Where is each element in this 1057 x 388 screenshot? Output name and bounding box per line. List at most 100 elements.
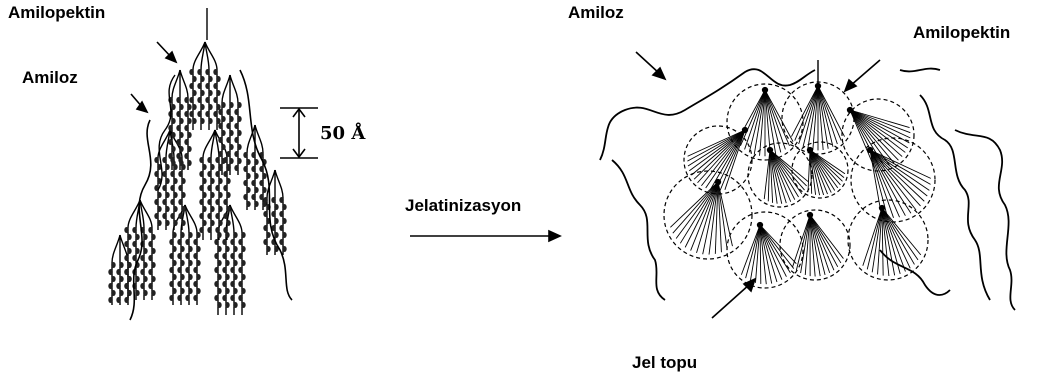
helix-bead <box>132 241 136 247</box>
helix-bead <box>193 281 197 287</box>
process-arrow <box>410 231 560 241</box>
helix-bead <box>214 281 218 287</box>
fan-line <box>741 225 760 275</box>
helix-bead <box>170 157 174 163</box>
helix-bead <box>111 262 115 268</box>
helix-bead <box>178 185 182 191</box>
helix-bead <box>165 178 169 184</box>
fan-line <box>673 182 718 233</box>
helix-bead <box>165 220 169 226</box>
helix-bead <box>124 227 128 233</box>
helix-bead <box>221 144 225 150</box>
helix-bead <box>170 171 174 177</box>
helix-bead <box>262 187 266 193</box>
helix-bead <box>238 253 242 259</box>
helix-bead <box>223 199 227 205</box>
helix-bead <box>179 104 183 110</box>
fan-line <box>870 150 924 201</box>
helix-bead <box>233 302 237 308</box>
helix-bead <box>217 302 221 308</box>
helix-bead <box>241 246 245 252</box>
helix-bead <box>262 173 266 179</box>
helix-bead <box>210 220 214 226</box>
helix-bead <box>230 267 234 273</box>
helix-bead <box>196 274 200 280</box>
helix-bead <box>226 206 230 212</box>
helix-bead <box>226 137 230 143</box>
helix-bead <box>165 206 169 212</box>
helix-bead <box>217 288 221 294</box>
helix-bead <box>188 260 192 266</box>
helix-bead <box>154 199 158 205</box>
helix-bead <box>171 132 175 138</box>
helix-bead <box>154 213 158 219</box>
helix-bead <box>279 225 283 231</box>
helix-bead <box>197 69 201 75</box>
helix-bead <box>221 116 225 122</box>
helix-bead <box>205 69 209 75</box>
helix-bead <box>184 153 188 159</box>
helix-bead <box>188 274 192 280</box>
helix-bead <box>233 246 237 252</box>
label-process: Jelatinizasyon <box>405 196 521 216</box>
label-scale: 50 Å <box>320 123 365 144</box>
helix-bead <box>151 248 155 254</box>
helix-bead <box>251 180 255 186</box>
label-gel-ball: Jel topu <box>632 353 697 373</box>
fan-line <box>750 225 760 281</box>
helix-bead <box>229 130 233 136</box>
helix-bead <box>251 152 255 158</box>
helix-bead <box>229 144 233 150</box>
helix-bead <box>189 69 193 75</box>
helix-bead <box>226 220 230 226</box>
helix-bead <box>172 232 176 238</box>
helix-bead <box>225 260 229 266</box>
helix-bead <box>241 260 245 266</box>
helix-bead <box>173 206 177 212</box>
fan-line <box>698 130 745 183</box>
helix-bead <box>282 246 286 252</box>
helix-bead <box>233 232 237 238</box>
helix-bead <box>177 239 181 245</box>
helix-bead <box>233 260 237 266</box>
helix-bead <box>254 159 258 165</box>
helix-bead <box>234 151 238 157</box>
helix-bead <box>165 164 169 170</box>
fan-line <box>694 130 745 179</box>
helix-bead <box>197 97 201 103</box>
helix-bead <box>187 146 191 152</box>
helix-bead <box>178 213 182 219</box>
helix-bead <box>214 253 218 259</box>
helix-bead <box>234 109 238 115</box>
helix-bead <box>132 227 136 233</box>
helix-bead <box>226 109 230 115</box>
helix-bead <box>214 267 218 273</box>
helix-bead <box>215 171 219 177</box>
helix-bead <box>173 192 177 198</box>
helix-bead <box>243 180 247 186</box>
helix-bead <box>140 255 144 261</box>
helix-bead <box>154 157 158 163</box>
helix-bead <box>215 157 219 163</box>
helix-bead <box>172 288 176 294</box>
helix-bead <box>162 185 166 191</box>
helix-bead <box>205 97 209 103</box>
helix-bead <box>200 90 204 96</box>
helix-bead <box>187 160 191 166</box>
helix-bead <box>222 295 226 301</box>
helix-bead <box>233 274 237 280</box>
helix-bead <box>143 248 147 254</box>
helix-bead <box>168 125 172 131</box>
helix-bead <box>246 201 250 207</box>
helix-bead <box>170 213 174 219</box>
fan-line <box>810 215 843 259</box>
helix-bead <box>179 118 183 124</box>
helix-bead <box>243 166 247 172</box>
helix-bead <box>148 241 152 247</box>
helix-bead <box>263 225 267 231</box>
helix-bead <box>214 295 218 301</box>
helix-bead <box>180 260 184 266</box>
amylose-chain-right <box>240 70 292 300</box>
helix-bead <box>210 192 214 198</box>
helix-bead <box>217 260 221 266</box>
